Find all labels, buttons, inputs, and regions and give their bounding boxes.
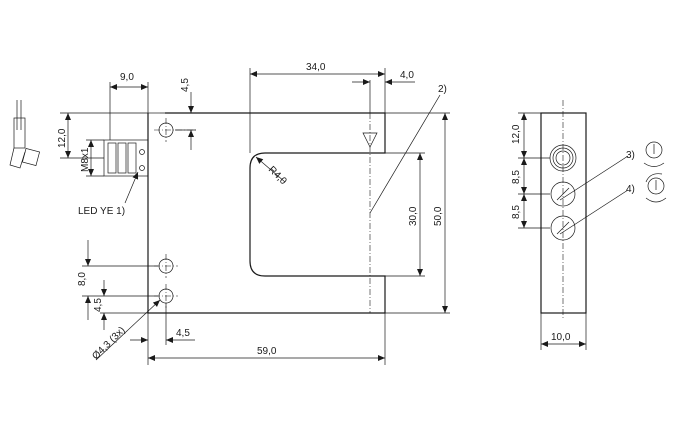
dim-hole-spacing: 8,0 — [77, 272, 88, 286]
dim-hole-diameter: Ø4,3 (3x) — [90, 325, 127, 362]
dim-hole-edge: 4,5 — [93, 298, 104, 312]
dim-bottom-edge: 4,5 — [176, 328, 190, 339]
dim-slot-width: 34,0 — [306, 62, 326, 73]
dim-top-height: 4,5 — [180, 78, 191, 92]
dimension-labels-front: 9,0 4,5 34,0 4,0 12,0 M8x1 R4,0 30,0 50,… — [57, 62, 447, 362]
dimension-lines-front — [60, 68, 450, 365]
dim-radius: R4,0 — [266, 164, 289, 187]
potentiometer-3 — [550, 181, 576, 207]
note-2-callout: 2) — [438, 84, 447, 95]
dim-thread: M8x1 — [80, 147, 91, 172]
note-4-callout: 4) — [626, 184, 635, 195]
dim-total-width: 59,0 — [257, 346, 277, 357]
rotate-icon-3 — [643, 141, 665, 167]
m8-connector — [103, 139, 149, 177]
potentiometer-4 — [550, 215, 576, 241]
sensor-housing-front — [103, 112, 386, 314]
cable-connector-icon — [9, 100, 41, 169]
note-3-callout: 3) — [626, 150, 635, 161]
dim-left-height: 12,0 — [57, 128, 68, 148]
dimension-labels-side: 12,0 8,5 8,5 10,0 3) 4) — [511, 124, 635, 343]
rotate-icon-4 — [645, 173, 667, 203]
dim-side-spacing-1: 8,5 — [511, 170, 522, 184]
dim-side-width: 10,0 — [551, 332, 571, 343]
dim-side-top: 12,0 — [511, 124, 522, 144]
dim-slot-depth: 30,0 — [408, 206, 419, 226]
dim-top-width: 9,0 — [120, 72, 134, 83]
sensor-housing-side — [518, 100, 629, 350]
dim-side-spacing-2: 8,5 — [511, 205, 522, 219]
led-callout: LED YE 1) — [78, 206, 125, 217]
dim-total-height: 50,0 — [433, 206, 444, 226]
adjust-icons — [643, 141, 667, 203]
dim-right-gap: 4,0 — [400, 70, 414, 81]
